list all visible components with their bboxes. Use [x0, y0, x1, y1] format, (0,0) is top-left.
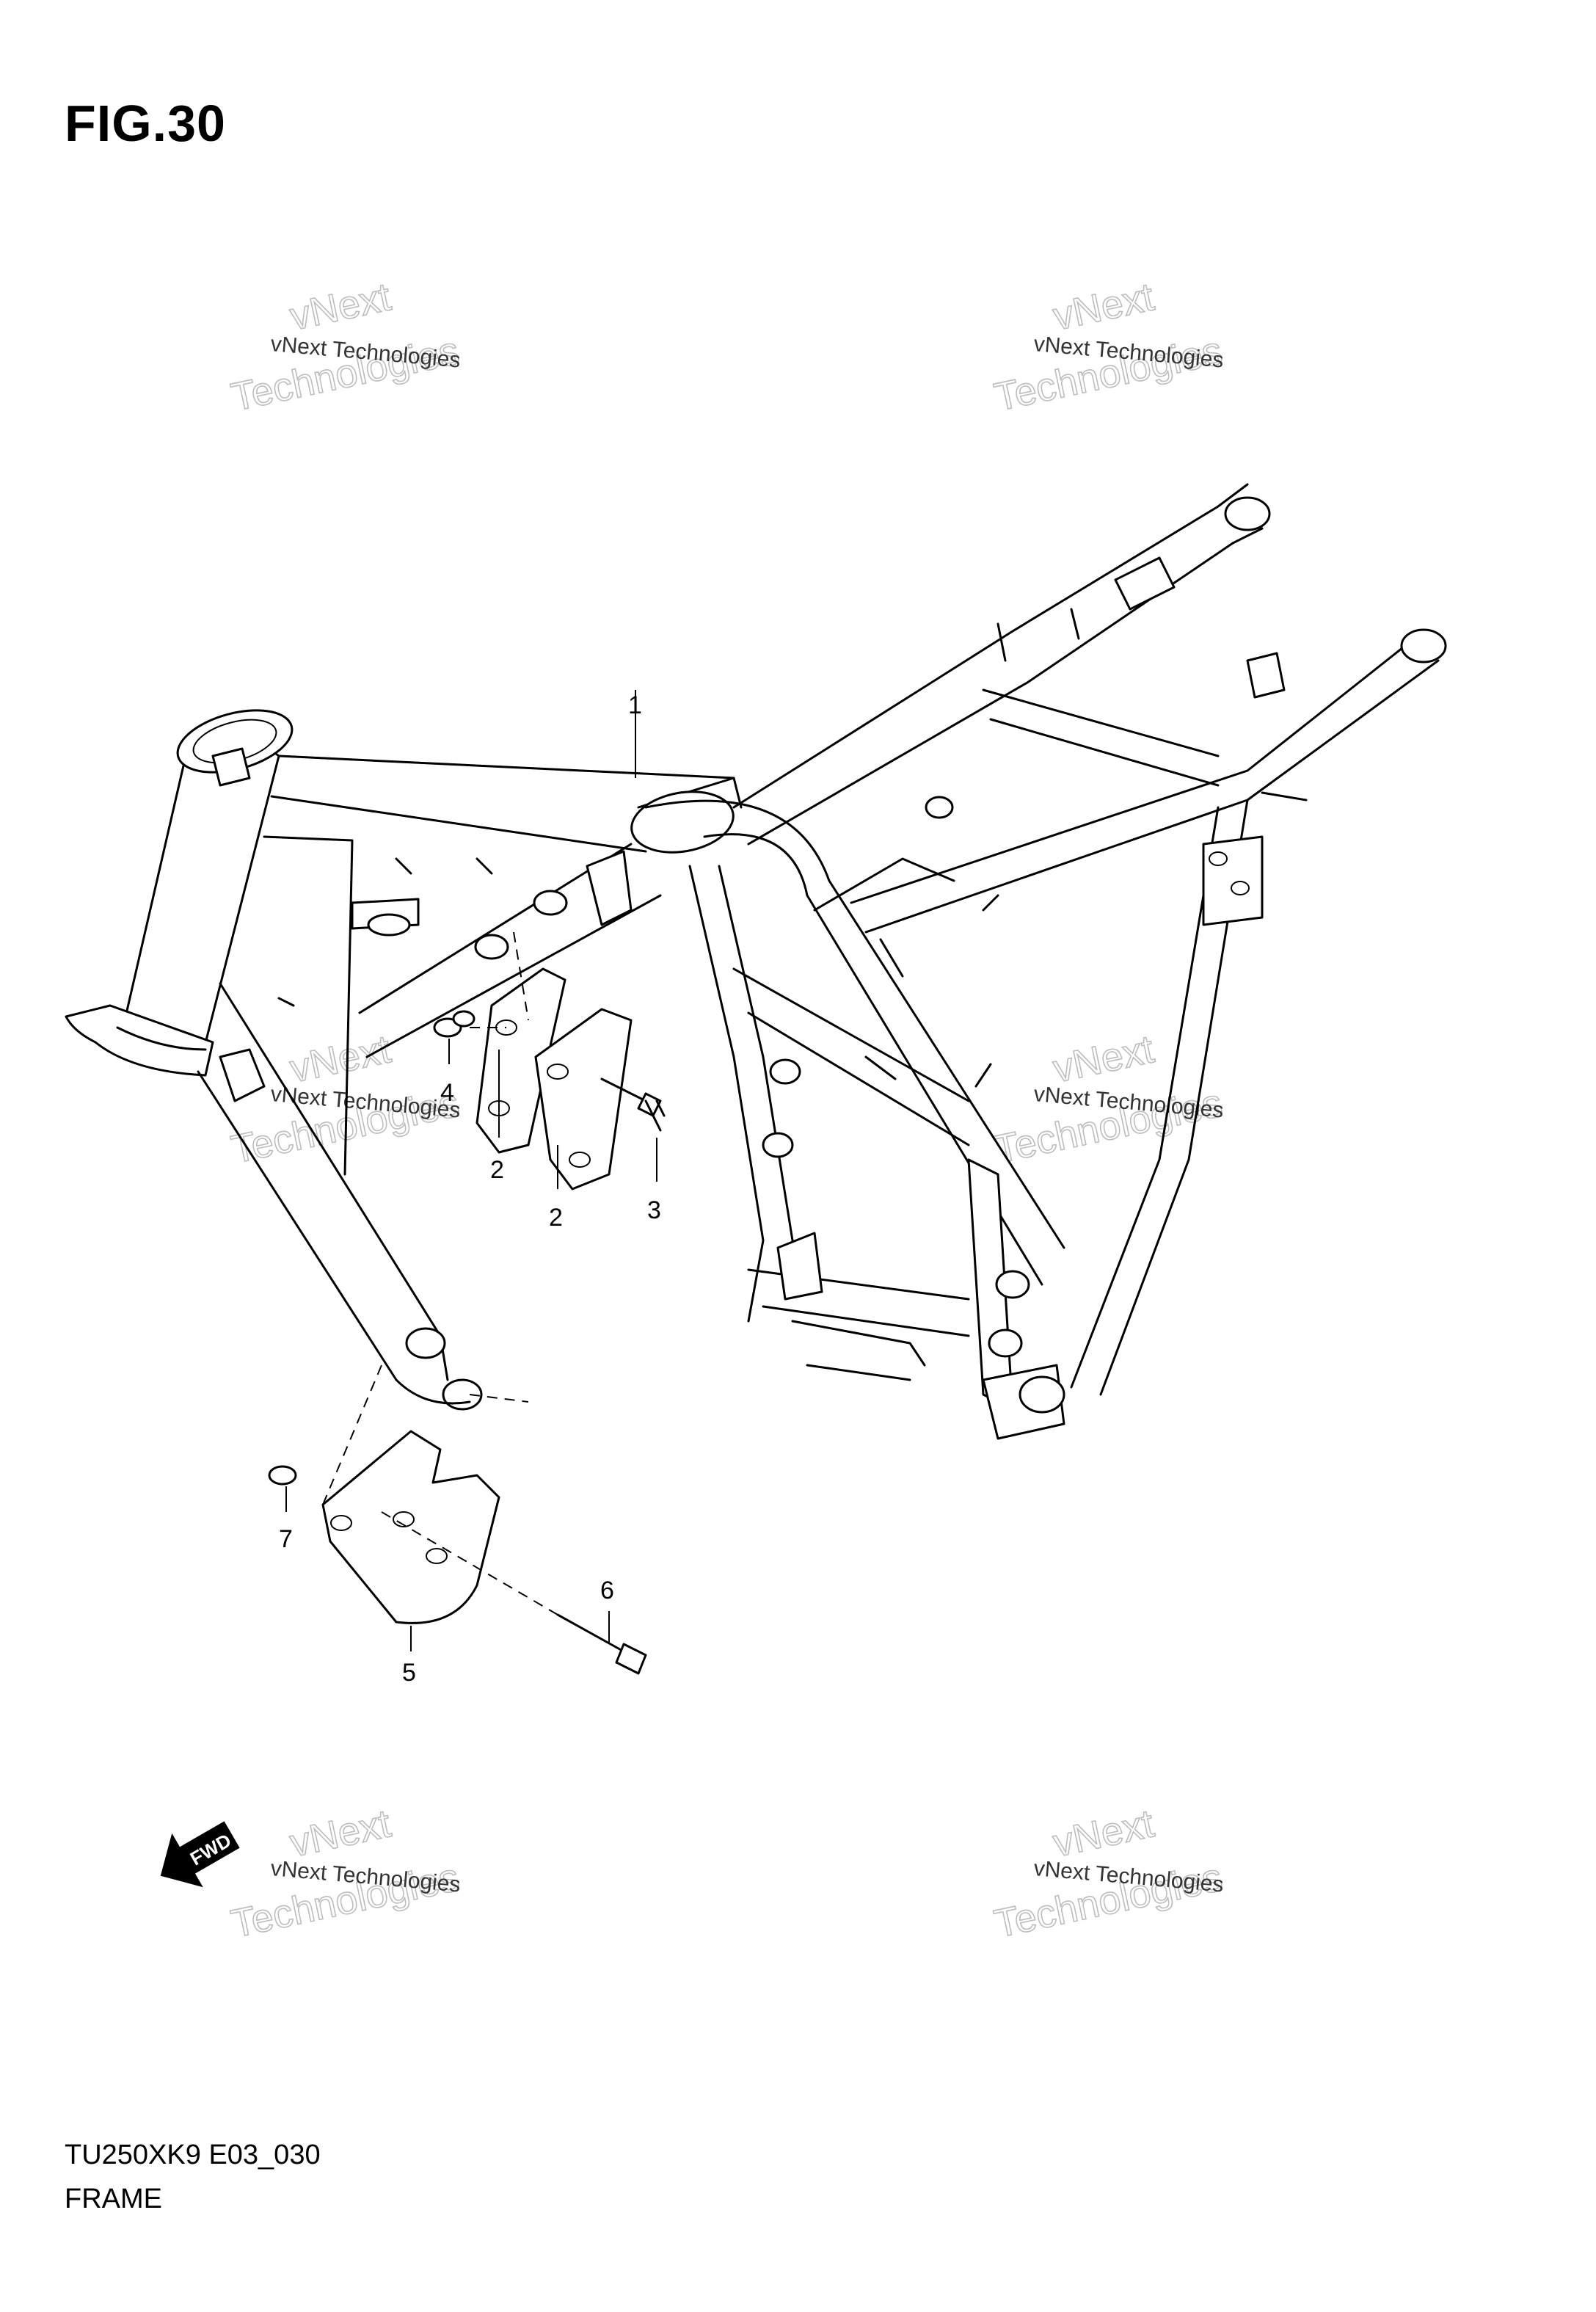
watermark-bottom-left: vNext Technologies vNext Technologies	[227, 1801, 463, 1947]
lower-engine-bracket	[321, 1430, 500, 1624]
callout-5: 5	[402, 1659, 416, 1687]
lower-bracket-bolt	[556, 1613, 647, 1675]
callout-1: 1	[628, 691, 642, 719]
callout-3: 3	[647, 1196, 661, 1224]
engine-mount-nut	[433, 1010, 475, 1038]
watermark-bottom-right: vNext Technologies vNext Technologies	[990, 1801, 1226, 1947]
callout-7: 7	[279, 1525, 293, 1553]
callout-6: 6	[600, 1577, 614, 1604]
svg-text:vNext: vNext	[286, 1027, 395, 1091]
svg-text:vNext: vNext	[286, 1801, 395, 1865]
svg-text:vNext: vNext	[1049, 275, 1158, 338]
callout-2a: 2	[490, 1156, 504, 1184]
model-code: TU250XK9 E03_030	[65, 2140, 321, 2170]
figure-title: FIG.30	[65, 95, 226, 152]
frame-main	[65, 483, 1447, 1440]
svg-text:vNext: vNext	[1049, 1801, 1158, 1865]
engine-mount-bolt	[600, 1077, 666, 1132]
svg-text:vNext: vNext	[1049, 1027, 1158, 1091]
callout-2b: 2	[549, 1204, 563, 1232]
svg-text:vNext: vNext	[286, 275, 395, 338]
callout-leaders	[285, 690, 657, 1651]
lower-bracket-nut	[268, 1465, 297, 1486]
engine-mount-plate-b	[534, 1008, 633, 1190]
watermark-top-right: vNext Technologies vNext Technologies	[990, 275, 1226, 421]
watermark-top-left: vNext Technologies vNext Technologies	[227, 275, 463, 421]
figure-caption: FRAME	[65, 2184, 162, 2214]
callout-4: 4	[440, 1079, 454, 1107]
forward-arrow-icon: FWD	[160, 1821, 240, 1888]
